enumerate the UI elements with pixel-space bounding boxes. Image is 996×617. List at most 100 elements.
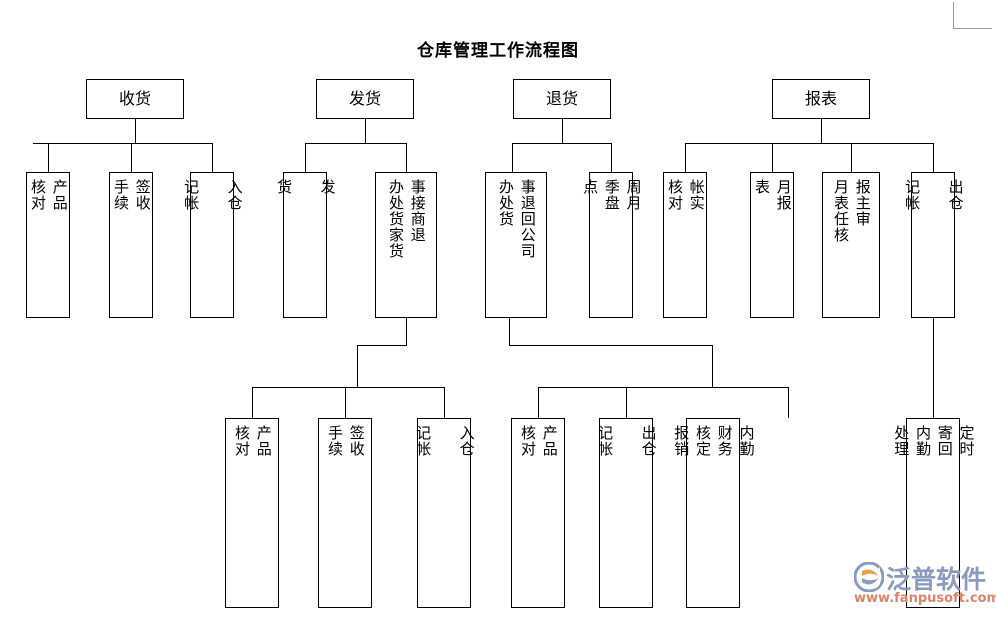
connector-fahuo-d2 <box>406 143 407 172</box>
connector-fahuo-d1 <box>305 143 306 172</box>
node-label: 月报 表 <box>753 179 793 211</box>
connector-baobiao-d4 <box>933 143 934 172</box>
connector-jie-stem-a <box>406 318 407 345</box>
vertical-text: 签收 手续 <box>323 419 367 607</box>
vertical-text: 事退回公司 办处货 <box>494 173 538 317</box>
connector-jie-d3 <box>444 387 445 418</box>
node-label: 发货 <box>348 89 381 109</box>
connector-shouhuo-d1 <box>48 143 49 172</box>
node-yue-baobiao[interactable]: 月报 表 <box>750 172 794 318</box>
connector-tui-stem-a <box>509 318 510 345</box>
node-rucang-jizhang-2[interactable]: 入仓 记帐 <box>414 418 476 608</box>
connector-chucang-long <box>933 318 934 418</box>
node-fahuo-child[interactable]: 发 货 <box>275 172 337 318</box>
vertical-text: 出仓 记帐 <box>900 173 965 317</box>
node-label: 入仓 记帐 <box>182 179 244 211</box>
node-dingshi-jihui-neiqin-chuli[interactable]: 定时 寄回 内勤 处理 <box>892 418 976 608</box>
connector-baobiao-d3 <box>851 143 852 172</box>
connector-jie-d1 <box>252 387 253 418</box>
connector-tui-stem-b <box>712 345 713 387</box>
vertical-text: 帐实 核对 <box>663 173 707 317</box>
node-label: 退货 <box>545 89 578 109</box>
connector-shouhuo-d2 <box>131 143 132 172</box>
connector-jie-stem-b <box>357 345 358 387</box>
vertical-text: 发 货 <box>272 173 337 317</box>
connector-tui-jog <box>509 345 713 346</box>
connector-baobiao-stem <box>821 119 822 143</box>
connector-jie-jog <box>357 345 407 346</box>
node-label: 收货 <box>118 89 151 109</box>
vertical-text: 周月 季盘 点 <box>578 173 643 317</box>
node-label: 帐实 核对 <box>666 179 706 211</box>
node-label: 内勤 财务 核定 报销 <box>672 425 756 457</box>
node-fahuo[interactable]: 发货 <box>316 79 414 119</box>
vertical-text: 入仓 记帐 <box>411 419 476 607</box>
node-neiqin-caiwu-hedingbaoxiao[interactable]: 内勤 财务 核定 报销 <box>672 418 756 608</box>
node-label: 发 货 <box>275 179 337 195</box>
node-label: 周月 季盘 点 <box>581 179 643 211</box>
vertical-text: 内勤 财务 核定 报销 <box>670 419 757 607</box>
connector-baobiao-d1 <box>685 143 686 172</box>
node-label: 产品 核对 <box>233 425 273 457</box>
vertical-text: 报主审 月表任核 <box>829 173 873 317</box>
connector-jie-d2 <box>345 387 346 418</box>
connector-tui-d1 <box>538 387 539 418</box>
node-label-col-left: 办处货 <box>497 179 515 227</box>
vertical-text: 签收 手续 <box>109 173 153 317</box>
node-chucang-jizhang-2[interactable]: 出仓 记帐 <box>596 418 658 608</box>
connector-fahuo-stem <box>365 119 366 143</box>
node-label-col-left: 办处货家货 <box>387 179 405 259</box>
node-zhouyueji-pandian[interactable]: 周月 季盘 点 <box>581 172 643 318</box>
node-label: 入仓 记帐 <box>414 425 476 457</box>
node-chanpin-hedui-2[interactable]: 产品 核对 <box>225 418 279 608</box>
connector-jie-bus <box>252 387 444 388</box>
connector-shouhuo-stem <box>135 119 136 143</box>
node-label: 报表 <box>804 89 837 109</box>
node-label: 签收 手续 <box>112 179 152 211</box>
connector-tuihuo-stem <box>562 119 563 143</box>
connector-shouhuo-d3 <box>212 143 213 172</box>
node-label: 出仓 记帐 <box>903 179 965 211</box>
connector-baobiao-bus <box>685 143 933 144</box>
vertical-text: 定时 寄回 内勤 处理 <box>890 419 977 607</box>
fanpu-logo-icon <box>854 562 884 592</box>
node-tuihuo[interactable]: 退货 <box>513 79 611 119</box>
node-label: 产品 核对 <box>519 425 559 457</box>
vertical-text: 产品 核对 <box>516 419 560 607</box>
node-qianshou-shouxu-2[interactable]: 签收 手续 <box>318 418 372 608</box>
node-shouhuo[interactable]: 收货 <box>86 79 184 119</box>
node-chanpin-hedui-3[interactable]: 产品 核对 <box>511 418 565 608</box>
connector-baobiao-d2 <box>772 143 773 172</box>
page-title: 仓库管理工作流程图 <box>417 41 579 61</box>
node-label: 出仓 记帐 <box>596 425 658 457</box>
vertical-text: 产品 核对 <box>230 419 274 607</box>
node-tuihui-gongsi[interactable]: 事退回公司 办处货 <box>485 172 547 318</box>
vertical-text: 入仓 记帐 <box>179 173 244 317</box>
vertical-text: 月报 表 <box>750 173 794 317</box>
node-qianshou-shouxu-1[interactable]: 签收 手续 <box>109 172 153 318</box>
node-baobiao-zhuren-shenhe[interactable]: 报主审 月表任核 <box>822 172 880 318</box>
node-label: 产品 核对 <box>29 179 69 211</box>
page-corner-mark <box>953 2 992 29</box>
node-chucang-jizhang-1[interactable]: 出仓 记帐 <box>903 172 965 318</box>
connector-tuihuo-bus <box>512 143 611 144</box>
node-zhangshi-hedui[interactable]: 帐实 核对 <box>663 172 707 318</box>
connector-tuihuo-d1 <box>512 143 513 172</box>
connector-fahuo-bus <box>305 143 406 144</box>
vertical-text: 出仓 记帐 <box>593 419 658 607</box>
connector-tui-d2 <box>626 387 627 418</box>
node-label: 定时 寄回 内勤 处理 <box>892 425 976 457</box>
node-rucang-jizhang-1[interactable]: 入仓 记帐 <box>182 172 244 318</box>
vertical-text: 事接商退 办处货家货 <box>384 173 428 317</box>
node-baobiao[interactable]: 报表 <box>772 79 870 119</box>
node-label-col-right: 报主审 <box>853 179 872 227</box>
node-label: 签收 手续 <box>326 425 366 457</box>
node-label-col-left: 月表任核 <box>832 179 850 243</box>
node-jie-shangjia-tuihuo[interactable]: 事接商退 办处货家货 <box>375 172 437 318</box>
node-label-col-right: 事退回公司 <box>518 179 537 259</box>
connector-tuihuo-d2 <box>611 143 612 172</box>
node-chanpin-hedui-1[interactable]: 产品 核对 <box>26 172 70 318</box>
connector-shouhuo-bus <box>33 143 212 144</box>
node-label-col-right: 事接商退 <box>408 179 427 243</box>
